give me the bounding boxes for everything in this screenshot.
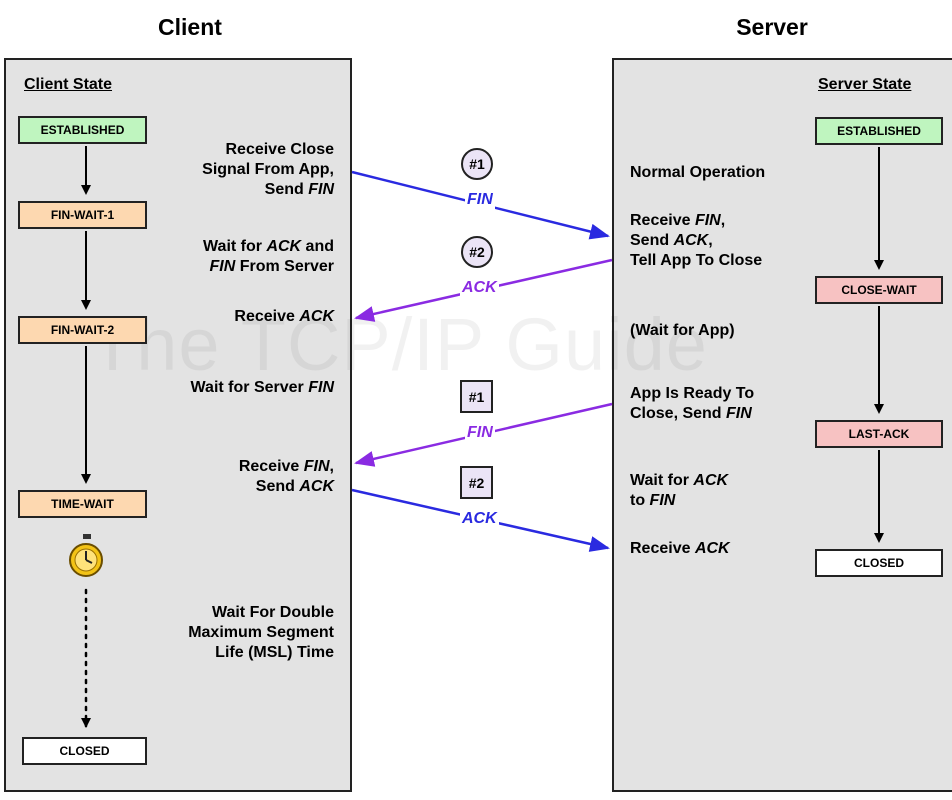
client-state-time-wait: TIME-WAIT [18, 490, 147, 518]
message-label-ack-2: ACK [460, 279, 499, 297]
client-state-fin-wait-2: FIN-WAIT-2 [18, 316, 147, 344]
note-wait-double-msl: Wait For Double Maximum Segment Life (MS… [188, 604, 334, 661]
note-wait-for-server-fin: Wait for Server FIN [190, 379, 334, 396]
client-state-fin-wait-1: FIN-WAIT-1 [18, 201, 147, 229]
message-label-ack-4: ACK [460, 510, 499, 528]
message-label-fin-3: FIN [465, 424, 495, 442]
note-receive-fin-send-ack: Receive FIN, Send ACK [238, 458, 334, 495]
client-column-title: Client [158, 14, 222, 40]
note-app-ready-to-close: App Is Ready To Close, Send FIN [630, 385, 755, 422]
note-receive-ack-server: Receive ACK [630, 540, 730, 557]
message-label-fin-1: FIN [465, 191, 495, 209]
client-state-established: ESTABLISHED [18, 116, 147, 144]
note-receive-fin-tell-app: Receive FIN, Send ACK, Tell App To Close [630, 212, 763, 269]
server-state-established: ESTABLISHED [815, 117, 943, 145]
client-state-panel [4, 58, 352, 792]
client-state-heading: Client State [24, 76, 113, 93]
client-state-closed: CLOSED [22, 737, 147, 765]
note-receive-close-signal: Receive Close Signal From App, Send FIN [202, 141, 334, 198]
note-normal-operation: Normal Operation [630, 164, 766, 181]
message-badge-4: #2 [460, 466, 493, 499]
server-column-title: Server [736, 14, 808, 40]
server-state-last-ack: LAST-ACK [815, 420, 943, 448]
server-state-heading: Server State [818, 76, 912, 93]
message-badge-3: #1 [460, 380, 493, 413]
note-wait-for-ack-and-fin: Wait for ACK and FIN From Server [203, 238, 334, 275]
message-badge-2: #2 [461, 236, 493, 268]
stopwatch-icon [69, 534, 103, 577]
message-badge-1: #1 [461, 148, 493, 180]
server-state-close-wait: CLOSE-WAIT [815, 276, 943, 304]
note-receive-ack-client: Receive ACK [234, 308, 334, 325]
note-wait-for-ack-to-fin: Wait for ACK to FIN [630, 472, 729, 509]
note-wait-for-app: (Wait for App) [630, 322, 735, 339]
server-state-closed: CLOSED [815, 549, 943, 577]
